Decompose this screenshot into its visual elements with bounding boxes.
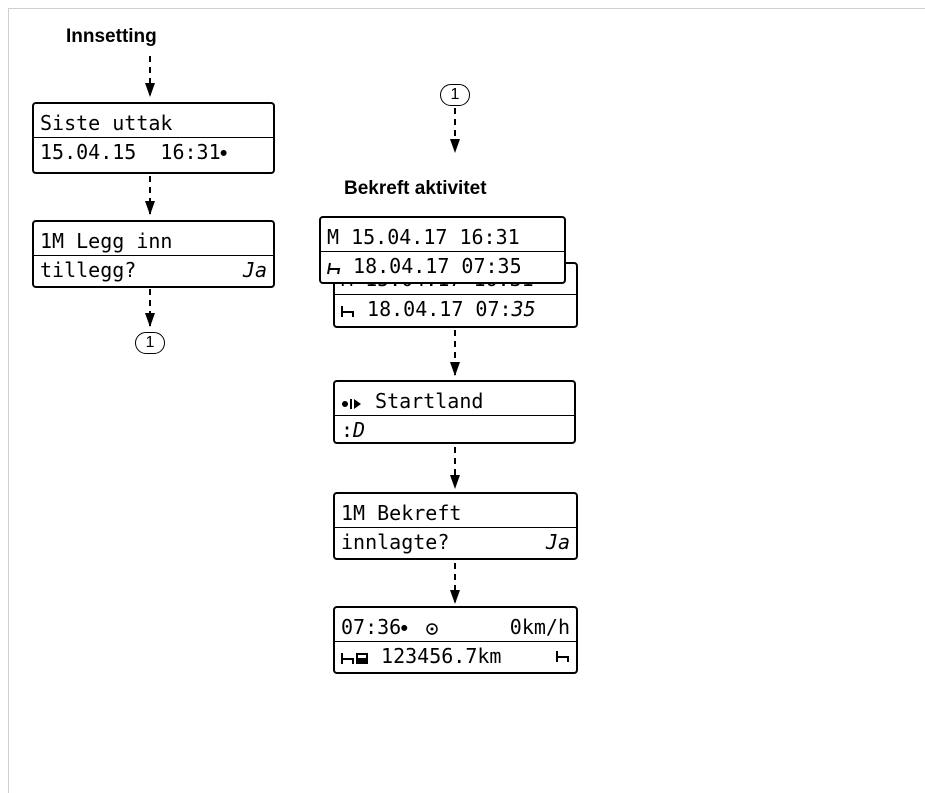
title-innsetting: Innsetting: [66, 26, 157, 47]
lcd-separator: [335, 527, 576, 528]
add-entries-question: tillegg?: [40, 258, 137, 282]
activity-end-datetime: 18.04.17 07:35: [353, 254, 522, 278]
dot-icon: ●: [220, 147, 227, 159]
connector-1-left: 1: [135, 332, 165, 354]
withdrawal-datetime: 15.04.15 16:31: [40, 140, 221, 164]
rest-icon: [327, 262, 341, 274]
connector-1-right: 1: [440, 84, 470, 106]
odometer: 123456.7km: [381, 644, 502, 668]
card-icon: [356, 652, 368, 664]
bed-icon: [341, 652, 354, 664]
lcd-line2: :D: [341, 417, 568, 442]
bed-icon: [341, 305, 354, 317]
lcd-line1: 1M Bekreft: [341, 501, 462, 525]
lcd-confirm-entries: 1M Bekreft innlagte? Ja: [333, 492, 578, 560]
lcd-activity-front: M 15.04.17 16:31 18.04.17 07:35: [319, 216, 566, 284]
lcd-separator: [34, 255, 273, 256]
confirm-question: innlagte?: [341, 530, 450, 554]
speed-readout: 0km/h: [509, 615, 570, 639]
country-prefix: :: [341, 418, 354, 442]
lcd-line1: M 15.04.17 16:31: [327, 225, 520, 249]
lcd-add-entries: 1M Legg inn tillegg? Ja: [32, 220, 275, 288]
lcd-line2: 15.04.15 16:31●: [40, 139, 267, 165]
lcd-line2: tillegg? Ja: [40, 257, 267, 283]
dot-icon: ●: [401, 622, 408, 634]
current-time: 07:36: [341, 615, 402, 639]
country-start-icon: [342, 398, 361, 409]
lcd-separator: [335, 415, 574, 416]
lcd-start-country: Startland :D: [333, 380, 576, 444]
lcd-line1: Siste uttak: [40, 111, 173, 135]
lcd-separator: [321, 251, 564, 252]
answer-yes[interactable]: Ja: [242, 258, 267, 282]
lcd-last-withdrawal: Siste uttak 15.04.15 16:31●: [32, 102, 275, 174]
activity-end-datetime: 18.04.17 07:: [367, 297, 512, 321]
lcd-standard-display: 07:36● 0km/h 123456.7km: [333, 606, 578, 674]
lcd-line2: 123456.7km: [341, 643, 570, 669]
minutes-editable[interactable]: 35: [511, 297, 536, 321]
lcd-line1: 1M Legg inn: [40, 229, 173, 253]
bed-icon: [556, 651, 569, 662]
lcd-line1: 07:36● 0km/h: [341, 614, 570, 640]
lcd-line1: Startland: [341, 388, 568, 414]
lcd-separator: [335, 641, 576, 642]
lcd-line2: innlagte? Ja: [341, 529, 570, 555]
start-country-label: Startland: [375, 389, 484, 413]
answer-yes[interactable]: Ja: [545, 530, 570, 554]
lcd-line2: 18.04.17 07:35: [341, 296, 570, 322]
lcd-separator: [34, 137, 273, 138]
clock-icon: [426, 622, 439, 635]
diagram-frame: [8, 8, 925, 793]
country-code-editable[interactable]: D: [353, 418, 366, 442]
lcd-line2: 18.04.17 07:35: [327, 253, 558, 279]
lcd-separator: [335, 294, 576, 295]
title-confirm-activity: Bekreft aktivitet: [344, 178, 487, 199]
